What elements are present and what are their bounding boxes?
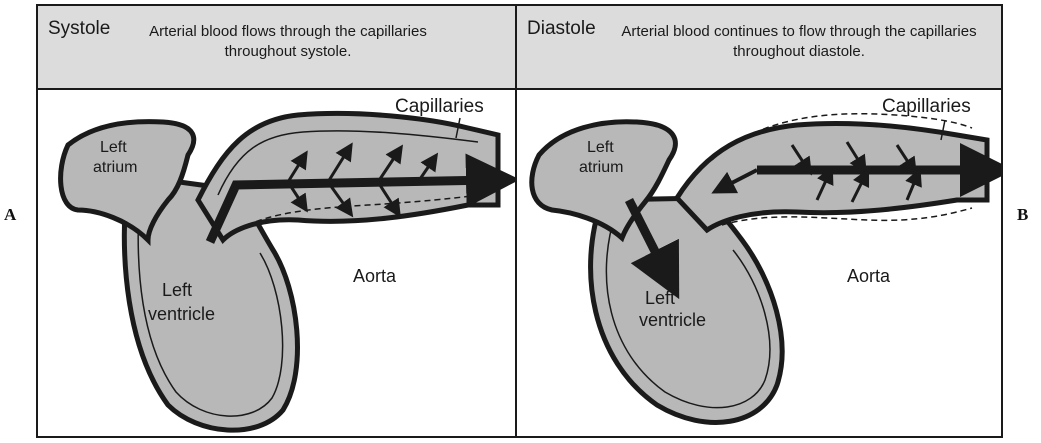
diastole-capillaries-label: Capillaries: [882, 96, 971, 117]
diastole-left-atrium-label-line1: Left: [587, 139, 614, 156]
systole-left-atrium-label-line2: atrium: [93, 159, 137, 176]
diastole-header: Diastole Arterial blood continues to flo…: [517, 6, 1001, 90]
systole-title: Systole: [48, 18, 110, 40]
diastole-panel: Diastole Arterial blood continues to flo…: [515, 4, 1003, 438]
systole-left-ventricle-label-line1: Left: [162, 280, 192, 300]
diastole-left-atrium-label-line2: atrium: [579, 159, 623, 176]
diastole-title: Diastole: [527, 18, 596, 40]
systole-header: Systole Arterial blood flows through the…: [38, 6, 515, 90]
systole-left-ventricle-label-line2: ventricle: [148, 304, 215, 324]
systole-heart-diagram: Capillaries Left atrium Left ventricle A…: [38, 90, 515, 436]
diastole-aorta-label: Aorta: [847, 266, 891, 286]
diastole-description: Arterial blood continues to flow through…: [619, 22, 979, 62]
diastole-left-ventricle-label-line2: ventricle: [639, 310, 706, 330]
systole-capillaries-label: Capillaries: [395, 96, 484, 117]
diastole-heart-diagram: Capillaries Left atrium Left ventricle A…: [517, 90, 1001, 436]
systole-left-atrium-label-line1: Left: [100, 139, 127, 156]
systole-panel: Systole Arterial blood flows through the…: [36, 4, 517, 438]
systole-description: Arterial blood flows through the capilla…: [138, 22, 438, 62]
diastole-left-ventricle-label-line1: Left: [645, 288, 675, 308]
panel-letter-a: A: [4, 205, 16, 225]
systole-aorta-label: Aorta: [353, 266, 397, 286]
panel-letter-b: B: [1017, 205, 1028, 225]
